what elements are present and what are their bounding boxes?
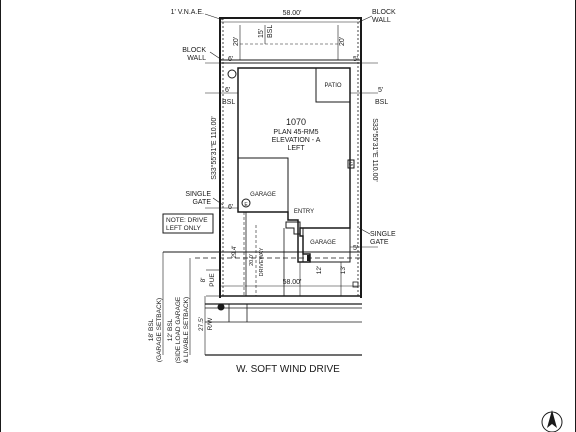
block-wall-left-line1: BLOCK xyxy=(182,47,206,54)
single-gate-left-line1: SINGLE xyxy=(185,191,211,198)
note-line2: LEFT ONLY xyxy=(166,225,201,232)
bsl-12-note-line1: (SIDE LOAD GARAGE xyxy=(175,296,182,363)
rw-label: R/W xyxy=(207,317,214,331)
patio-label: PATIO xyxy=(324,83,341,89)
hose-bib-icon xyxy=(227,69,237,79)
plan-name: PLAN 45-RM5 xyxy=(273,129,318,136)
meter-e-icon xyxy=(241,198,251,208)
side-right-bsl-dim: 5' xyxy=(378,87,383,94)
block-wall-right-leader xyxy=(358,15,373,23)
single-gate-right-line1: SINGLE xyxy=(370,231,396,238)
elevation-label: ELEVATION - A xyxy=(272,137,321,144)
garage-left-label: GARAGE xyxy=(250,192,276,198)
bsl-12-note-line2: & LIVABLE SETBACK) xyxy=(183,297,190,363)
note-line1: NOTE: DRIVE xyxy=(166,217,208,224)
north-arrow-icon xyxy=(541,410,563,432)
entry-step xyxy=(285,221,301,235)
block-wall-left-line2: WALL xyxy=(187,55,206,62)
rear-bsl-dim-label: 15' xyxy=(258,29,265,38)
single-gate-left-leader xyxy=(212,197,224,206)
block-wall-left-leader xyxy=(209,51,223,61)
rear-setback-left: 20' xyxy=(233,37,240,46)
note-box xyxy=(162,213,214,234)
driveway-label: DRIVEWAY xyxy=(259,247,265,276)
rear-bsl-label: BSL xyxy=(267,25,274,38)
side-left-bsl-dim: 6' xyxy=(225,87,230,94)
handing-label: LEFT xyxy=(287,145,305,152)
vnae-label: 1' V.N.A.E. xyxy=(171,9,204,16)
utility-box-icon xyxy=(352,281,359,288)
left-bearing: S33°55'31"E 110.00' xyxy=(210,116,218,180)
lot-number: 1070 xyxy=(286,117,306,127)
left-lower-dim-label: 6' xyxy=(228,204,233,211)
right-bearing: S33°55'31"E 110.00' xyxy=(371,118,379,182)
front-13-dim-label: 13' xyxy=(340,266,347,274)
entry-label: ENTRY xyxy=(294,209,314,215)
block-wall-right-line1: BLOCK xyxy=(372,9,396,16)
side-left-dim: 6' xyxy=(228,56,233,63)
bsl-right-label: BSL xyxy=(375,99,388,106)
single-gate-right-line2: GATE xyxy=(370,239,389,246)
pue-dim-label: 8' xyxy=(200,278,207,283)
door-marker-icon xyxy=(307,255,310,261)
driveway-width: 20.0' xyxy=(249,254,255,266)
single-gate-left-line2: GATE xyxy=(192,199,211,206)
rw-dim-label: 27.5' xyxy=(198,317,205,331)
garage-left-outline xyxy=(237,157,289,213)
meter-g-label: G xyxy=(349,162,353,168)
street-name: W. SOFT WIND DRIVE xyxy=(236,364,340,375)
bsl-left-label: BSL xyxy=(222,99,235,106)
lot-width-top: 58.00' xyxy=(283,10,302,17)
side-right-dim: 5' xyxy=(353,56,358,63)
garage-right-outline xyxy=(302,227,351,263)
fire-hydrant-icon xyxy=(217,303,225,311)
vnae-leader xyxy=(204,13,224,21)
meter-e-label: E xyxy=(244,202,248,208)
lot-width-bottom: 58.00' xyxy=(283,279,302,286)
patio-outline xyxy=(315,67,351,103)
bsl-12-label: 12' BSL xyxy=(167,318,174,341)
bsl-18-note: (GARAGE SETBACK) xyxy=(156,298,163,362)
garage-front-dim-label: 12' xyxy=(316,266,323,274)
pue-label: PUE xyxy=(209,273,216,287)
right-lower-dim-label: 5' xyxy=(353,245,358,252)
block-wall-right-line2: WALL xyxy=(372,17,391,24)
single-gate-right-leader xyxy=(358,227,371,235)
driveway-depth: 29.4' xyxy=(232,246,238,259)
rear-setback-right: 20' xyxy=(339,37,346,46)
bsl-18-label: 18' BSL xyxy=(148,318,155,341)
meter-g-icon xyxy=(347,159,355,169)
garage-right-label: GARAGE xyxy=(310,240,336,246)
